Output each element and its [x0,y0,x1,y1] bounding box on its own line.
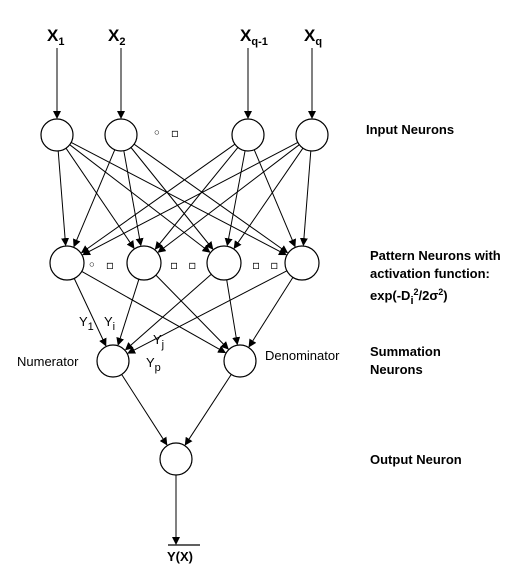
weight-label-yp: Yp [146,355,161,374]
denominator-neuron [223,344,257,378]
input-label-xq-1: Xq-1 [240,26,268,48]
edge-input1-pattern1 [57,150,70,247]
input-ellipsis: ◦ ▫ [153,126,182,140]
output-neuron [159,442,193,476]
edge-input3-pattern3 [224,150,246,247]
edge-pattern4-numerator [127,270,288,354]
edge-input1-pattern4 [70,141,287,256]
edge-input2-pattern1 [73,149,116,248]
edge-input2-pattern4 [133,143,289,254]
pattern-neuron-4 [284,245,320,281]
pattern-ellipsis-2: ▫ ▫ [170,258,200,272]
edge-input1-pattern2 [65,147,135,249]
pattern-ellipsis-1: ◦ ▫ [88,258,117,272]
pattern-layer-label-line2: activation function: [370,266,490,281]
edge-pattern2-denominator [155,274,229,350]
edge-pattern2-numerator [116,279,140,346]
edge-input2-pattern2 [123,150,144,247]
edge-input3-pattern2 [154,147,239,250]
input-label-x1: X1 [47,26,65,48]
weight-label-yj: Yj [153,332,165,351]
edge-denominator-output [184,374,232,446]
input-neuron-q-1 [231,118,265,152]
edge-pattern3-numerator [124,273,212,351]
input-layer-label: Input Neurons [366,122,455,137]
denominator-label: Denominator [265,348,340,363]
edge-input4-pattern3 [233,147,304,250]
numerator-neuron [96,344,130,378]
edge-input4-pattern1 [82,141,299,256]
edge-input3-pattern4 [253,149,296,248]
edge-input3-pattern1 [80,143,236,254]
edge-numerator-output [121,374,168,446]
edge-pattern1-denominator [81,270,227,354]
edge-pattern3-denominator [226,279,241,346]
output-label: Y(X) [167,549,193,564]
edge-pattern4-denominator [248,277,294,348]
pattern-ellipsis-3: ▫ ▫ [252,258,282,272]
pattern-activation-formula: exp(-Di2/2σ2) [370,287,448,307]
input-label-xq: Xq [304,26,323,48]
output-layer-label: Output Neuron [370,452,462,467]
input-neuron-2 [104,118,138,152]
edge-input4-pattern2 [157,144,300,253]
summation-layer-label-line2: Neurons [370,362,423,377]
pattern-neuron-2 [126,245,162,281]
input-neuron-1 [40,118,74,152]
pattern-layer-label-line1: Pattern Neurons with [370,248,501,263]
weight-label-y1: Y1 [79,314,94,333]
edge-pattern1-numerator [73,278,107,347]
input-neuron-q [295,118,329,152]
input-label-x2: X2 [108,26,126,48]
edge-input1-pattern3 [69,144,211,253]
edge-input2-pattern3 [130,147,214,250]
summation-layer-label-line1: Summation [370,344,441,359]
weight-label-yi: Yi [104,314,116,333]
edge-input4-pattern4 [299,150,312,247]
numerator-label: Numerator [17,354,79,369]
pattern-neuron-3 [206,245,242,281]
pattern-neuron-1 [49,245,85,281]
